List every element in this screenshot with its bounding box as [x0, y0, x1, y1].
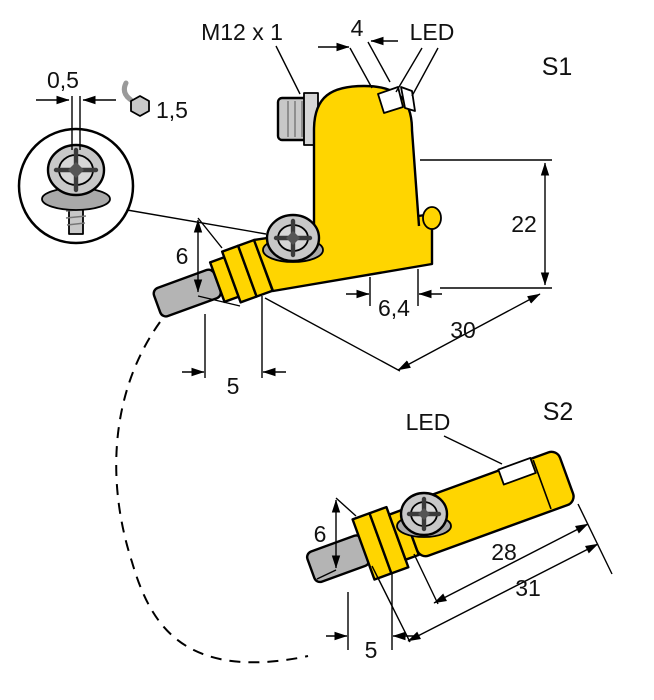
label-thread-size: M12 x 1: [201, 19, 283, 45]
s1-annotations: M12 x 1 4 LED S1 22 6 6,4 30: [176, 15, 573, 399]
s2-phillips-center: [418, 508, 430, 520]
label-hex-size: 1,5: [156, 97, 188, 123]
label-body-height: 22: [511, 211, 537, 237]
sensor-s1-view: [152, 84, 442, 318]
s1-cable-stub: [152, 268, 222, 318]
detail-phillips-center: [68, 162, 84, 178]
hex-key-icon: [121, 80, 150, 117]
s1-dome-outline: [312, 84, 421, 240]
label-edge-offset: 6,4: [378, 295, 410, 321]
label-slot-width: 0,5: [47, 67, 79, 93]
label-led-s1: LED: [410, 19, 455, 45]
label-barrel-dia-s2: 6: [314, 521, 327, 547]
s1-led-window-1: [377, 86, 404, 114]
label-total-length-s2: 31: [515, 575, 541, 601]
s1-side-bump: [422, 206, 442, 230]
label-led-width: 4: [351, 15, 364, 41]
label-sensor-s2: S2: [543, 398, 574, 426]
s1-clamp-screw: [262, 213, 324, 263]
label-tip-length-s1: 5: [227, 373, 240, 399]
label-body-length-s2: 28: [491, 539, 517, 565]
s1-dome-fill: [314, 86, 419, 238]
thread-leader: [275, 45, 301, 95]
led-s1-leader-2: [411, 47, 439, 97]
cable-dashed-line: [115, 321, 309, 664]
s1-phillips-center: [286, 231, 300, 245]
label-body-length-s1: 30: [450, 317, 476, 343]
detail-screw: [41, 143, 111, 235]
label-led-s2: LED: [406, 409, 451, 435]
label-sensor-s1: S1: [542, 53, 573, 81]
label-tip-length-s2: 5: [365, 637, 378, 663]
s1-m12-connector: [276, 92, 319, 146]
s1-barrel-group: [152, 238, 274, 318]
screw-detail-view: 0,5 1,5: [17, 67, 267, 245]
s1-led-window-2: [400, 86, 416, 112]
s2-annotations: LED S2 6 28 31 5: [314, 398, 613, 663]
label-barrel-dia-s1: 6: [176, 243, 189, 269]
s2-led-window: [497, 457, 537, 486]
s2-cap-seam: [532, 459, 552, 510]
led-s2-leader: [443, 435, 503, 465]
detail-leader-line: [126, 209, 267, 235]
led-s1-leader-1: [395, 47, 423, 93]
